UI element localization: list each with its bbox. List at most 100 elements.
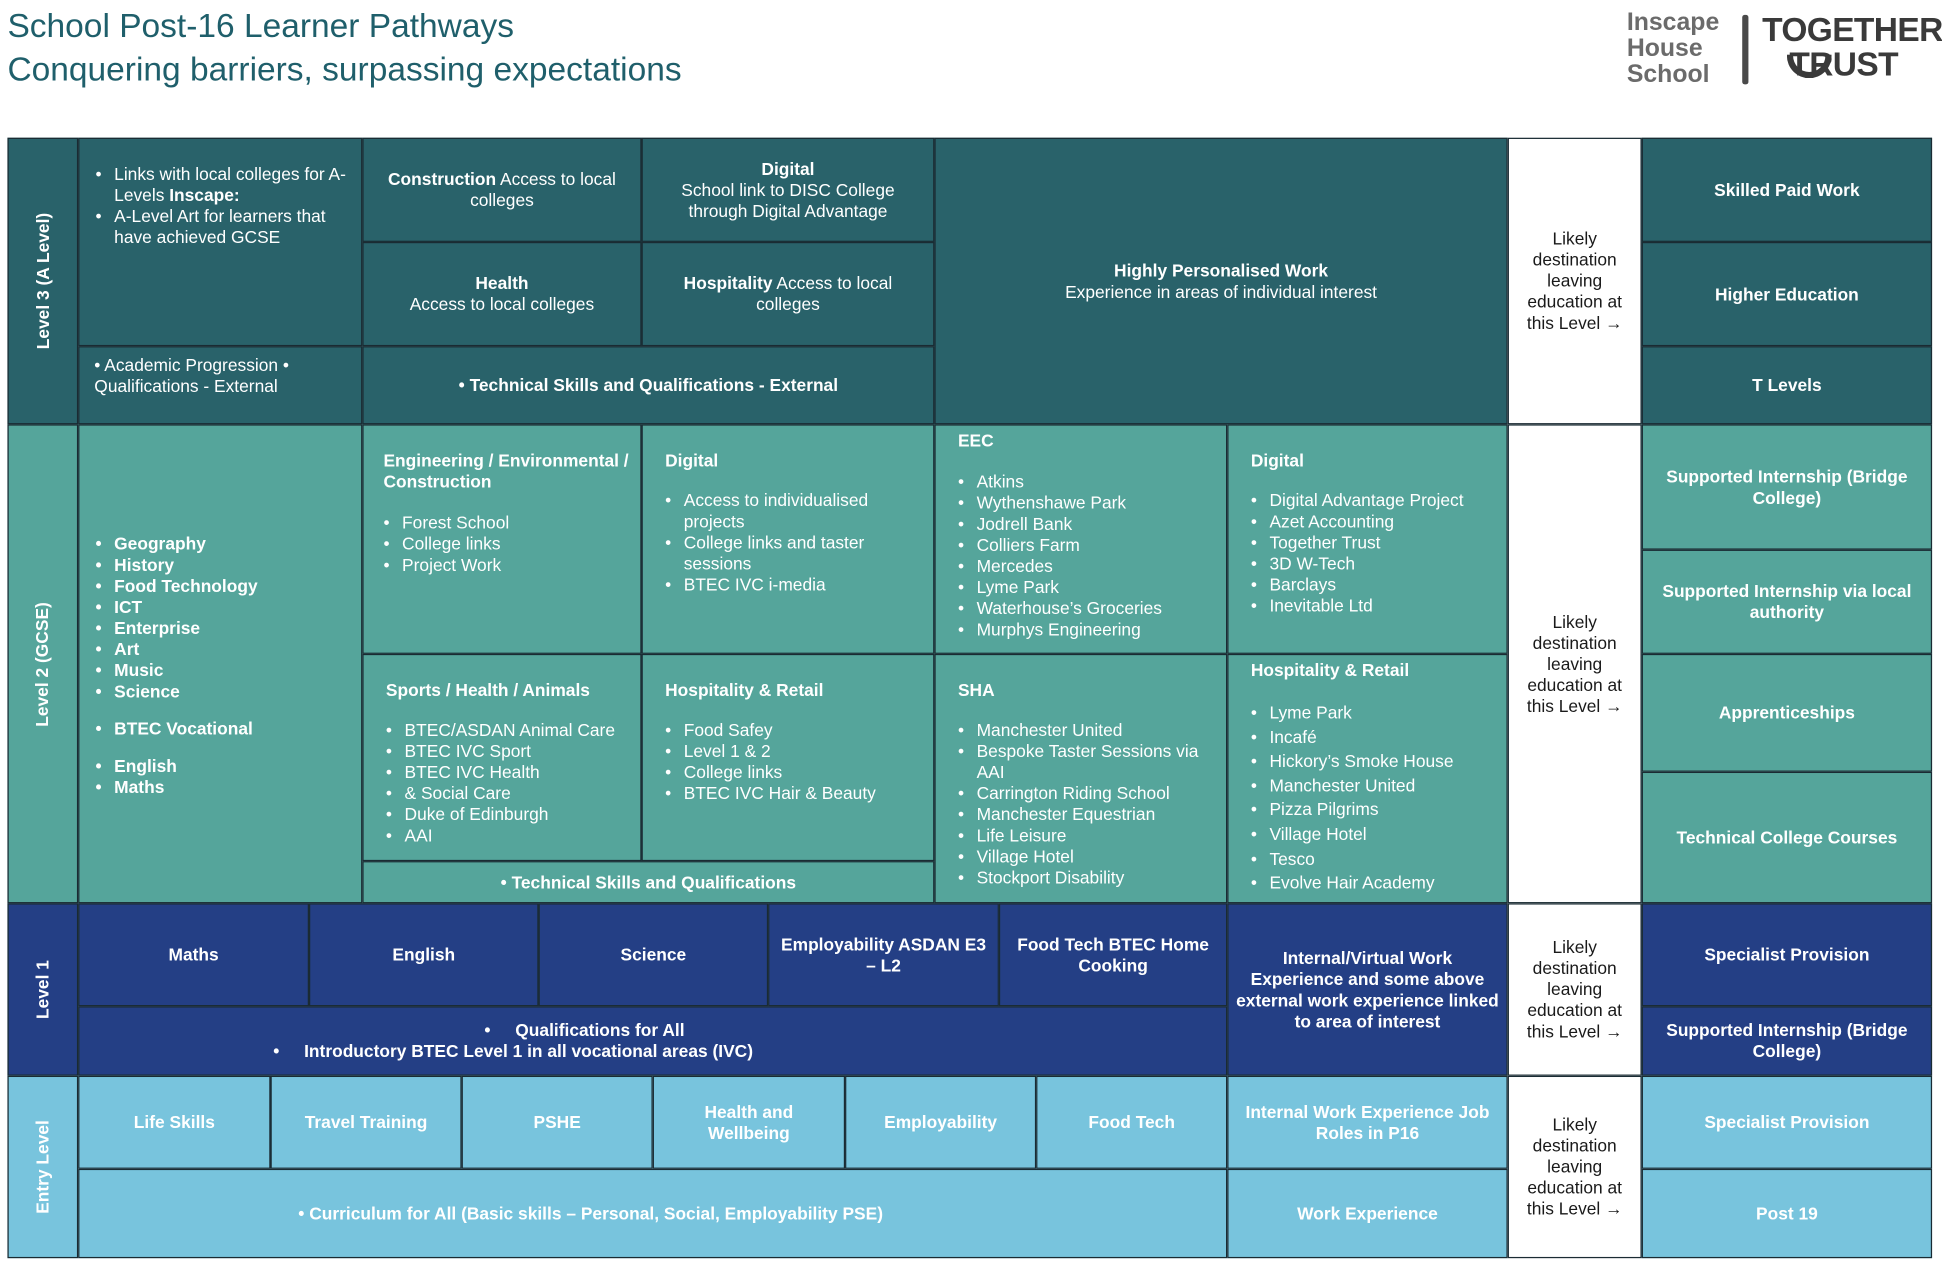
level2-digital2-cell: Digital Digital Advantage Project Azet A… — [1227, 424, 1508, 654]
level3-academic-cell: • Academic Progression • Qualifications … — [78, 346, 363, 425]
list-item: Incafé — [1251, 725, 1502, 749]
level2-dest-apprenticeships: Apprenticeships — [1641, 653, 1933, 772]
list-item: Food Safey — [665, 720, 928, 741]
list-item: Digital Advantage Project — [1251, 490, 1502, 511]
level1-subject-maths: Maths — [78, 903, 309, 1007]
level1-subject-science: Science — [538, 903, 769, 1007]
list-item: Village Hotel — [958, 846, 1221, 867]
level1-dest-specialist: Specialist Provision — [1641, 903, 1933, 1007]
list-item: Enterprise — [96, 618, 354, 639]
logo-line: Inscape — [1626, 8, 1720, 36]
cell-heading: EEC — [957, 430, 994, 451]
cell-heading: Engineering / Environmental / Constructi… — [383, 450, 629, 492]
cell-heading: Hospitality & Retail — [1250, 660, 1410, 680]
qualification-line: •Qualifications for All — [484, 1019, 685, 1040]
list-item: Inevitable Ltd — [1251, 596, 1502, 617]
list-item: Jodrell Bank — [958, 514, 1221, 535]
level2-engineering-cell: Engineering / Environmental / Constructi… — [362, 424, 642, 654]
level3-dest-skilled-work: Skilled Paid Work — [1641, 137, 1933, 242]
list-item: Manchester Equestrian — [958, 804, 1221, 825]
entry-dest-specialist: Specialist Provision — [1641, 1075, 1933, 1169]
list-item: BTEC Vocational — [96, 718, 354, 739]
list-item: Food Technology — [96, 576, 354, 597]
level3-dest-t-levels: T Levels — [1641, 346, 1933, 425]
entry-subject-travel-training: Travel Training — [270, 1075, 462, 1169]
level1-subject-food-tech: Food Tech BTEC Home Cooking — [998, 903, 1228, 1007]
list-item: BTEC/ASDAN Animal Care — [386, 720, 633, 741]
entry-work-experience: Work Experience — [1227, 1168, 1508, 1259]
level2-label: Level 2 (GCSE) — [7, 424, 79, 904]
list-item: Music — [96, 660, 354, 681]
page-title: School Post-16 Learner Pathways — [7, 7, 515, 45]
list-item: Azet Accounting — [1251, 511, 1502, 532]
entry-subject-health-wellbeing: Health and Wellbeing — [652, 1075, 846, 1169]
list-item: Science — [96, 681, 354, 702]
level1-label: Level 1 — [7, 903, 79, 1076]
list-item: Atkins — [958, 472, 1221, 493]
list-item: BTEC IVC Health — [386, 762, 633, 783]
list-item: Pizza Pilgrims — [1251, 798, 1502, 822]
level2-likely-cell: Likely destination leaving education at … — [1507, 424, 1642, 904]
list-item: Manchester United — [1251, 774, 1502, 798]
smile-icon — [1786, 54, 1832, 79]
list-item: Geography — [96, 534, 354, 555]
logo-line: TOGETHER — [1762, 11, 1942, 49]
page-subtitle: Conquering barriers, surpassing expectat… — [7, 50, 682, 89]
level3-label: Level 3 (A Level) — [7, 137, 79, 425]
list-item: Colliers Farm — [958, 535, 1221, 556]
level2-dest-technical-college: Technical College Courses — [1641, 771, 1933, 904]
level2-hospitality2-cell: Hospitality & Retail Lyme Park Incafé Hi… — [1227, 653, 1508, 904]
list-item: BTEC IVC i-media — [665, 574, 928, 595]
list-item: College links — [665, 762, 928, 783]
list-item: BTEC IVC Hair & Beauty — [665, 783, 928, 804]
cell-heading: Sports / Health / Animals — [385, 679, 590, 700]
level2-digital-cell: Digital Access to individualised project… — [641, 424, 935, 654]
list-item: College links and taster sessions — [665, 532, 928, 574]
cell-heading: SHA — [957, 679, 995, 700]
entry-label: Entry Level — [7, 1075, 79, 1259]
level2-dest-internship-bridge: Supported Internship (Bridge College) — [1641, 424, 1933, 550]
level3-links-cell: Links with local colleges for A-Levels I… — [78, 137, 363, 347]
list-item: Lyme Park — [958, 577, 1221, 598]
list-item: Life Leisure — [958, 825, 1221, 846]
level1-qualifications-cell: •Qualifications for All •Introductory BT… — [78, 1006, 1228, 1076]
level3-hospitality-cell: Hospitality Access to local colleges — [641, 241, 935, 347]
list-item: Maths — [96, 777, 354, 798]
list-item: Lyme Park — [1251, 701, 1502, 725]
list-item: Access to individualised projects — [665, 490, 928, 532]
entry-work-internal: Internal Work Experience Job Roles in P1… — [1227, 1075, 1508, 1169]
list-item: A-Level Art for learners that have achie… — [96, 206, 354, 248]
list-item: & Social Care — [386, 783, 633, 804]
level3-construction-cell: Construction Access to local colleges — [362, 137, 642, 242]
level2-subjects-cell: Geography History Food Technology ICT En… — [78, 424, 363, 904]
cell-heading: Digital — [1250, 450, 1304, 471]
list-item: Stockport Disability — [958, 867, 1221, 888]
level2-technical-cell: • Technical Skills and Qualifications — [362, 861, 935, 904]
list-item: Wythenshawe Park — [958, 493, 1221, 514]
list-item: Evolve Hair Academy — [1251, 871, 1502, 895]
list-item: ICT — [96, 597, 354, 618]
entry-subject-pshe: PSHE — [461, 1075, 653, 1169]
cell-heading: Hospitality & Retail — [665, 679, 824, 700]
qualification-line: •Introductory BTEC Level 1 in all vocati… — [273, 1041, 754, 1061]
together-trust-logo: TOGETHER TRUST — [1762, 12, 1942, 81]
list-item: English — [96, 756, 354, 777]
list-item: Forest School — [383, 512, 630, 533]
list-item: Waterhouse’s Groceries — [958, 598, 1221, 619]
list-item: Project Work — [383, 555, 630, 576]
entry-dest-post19: Post 19 — [1641, 1168, 1933, 1259]
list-item: Manchester United — [958, 720, 1221, 741]
level2-sports-cell: Sports / Health / Animals BTEC/ASDAN Ani… — [362, 653, 642, 862]
entry-subject-food-tech: Food Tech — [1036, 1075, 1228, 1169]
level3-technical-cell: • Technical Skills and Qualifications - … — [362, 346, 935, 425]
logo-line: School — [1626, 60, 1710, 89]
entry-likely-cell: Likely destination leaving education at … — [1507, 1075, 1642, 1259]
list-item: Together Trust — [1251, 532, 1502, 553]
list-item: Links with local colleges for A-Levels I… — [96, 164, 354, 206]
list-item: Village Hotel — [1251, 823, 1502, 847]
list-item: BTEC IVC Sport — [386, 741, 633, 762]
